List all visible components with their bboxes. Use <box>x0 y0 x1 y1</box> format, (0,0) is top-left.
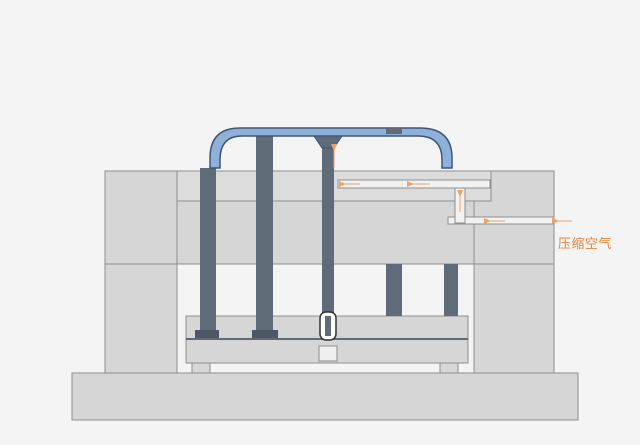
ejector-pin-1-head <box>195 330 219 338</box>
right-foot <box>439 362 459 374</box>
pin-tip <box>313 135 343 149</box>
left-support-block <box>104 263 178 374</box>
base-plate <box>71 372 579 421</box>
valve-cap <box>318 345 338 362</box>
support-pillar-1 <box>386 264 402 316</box>
ejector-pin-2-head <box>252 330 278 338</box>
ejector-pin-1 <box>200 168 216 332</box>
ejector-pin-2 <box>256 134 273 332</box>
valve-stem <box>325 316 331 336</box>
product-tab <box>386 128 402 134</box>
compressed-air-label: 压缩空气 <box>558 237 613 252</box>
right-support-block <box>473 263 555 374</box>
left-foot <box>191 362 211 374</box>
ejector-pin-3 <box>322 145 334 315</box>
support-pillar-2 <box>444 264 458 316</box>
